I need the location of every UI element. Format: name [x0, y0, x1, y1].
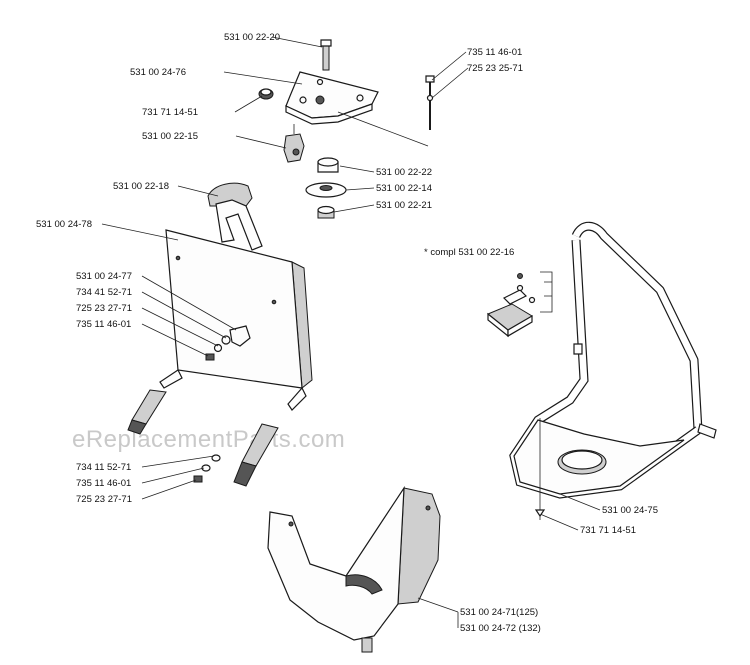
- screw-head: [193, 475, 203, 483]
- label-531-00-22-22: 531 00 22-22: [376, 167, 432, 178]
- nut-top: [260, 88, 272, 96]
- screw-head: [205, 353, 215, 361]
- strap-buckle-left: [131, 389, 167, 425]
- mount-stud-head: [320, 39, 332, 47]
- washer-small: [213, 343, 223, 353]
- mount-hole: [316, 78, 324, 86]
- washer-small: [221, 335, 231, 345]
- plate-bracket: [229, 325, 251, 347]
- label-735-11-46-01: 735 11 46-01: [467, 47, 522, 58]
- mount-hole: [299, 96, 307, 104]
- label-531-00-22-18: 531 00 22-18: [113, 181, 169, 192]
- washer-small: [211, 454, 221, 462]
- watermark: eReplacementParts.com: [72, 426, 345, 453]
- saddle-side-right: [397, 487, 441, 605]
- frame-tab: [573, 343, 583, 355]
- saddle-hole: [425, 505, 431, 511]
- bolt-head: [425, 75, 435, 83]
- back-plate: [165, 229, 303, 389]
- label-531-00-22-14: 531 00 22-14: [376, 183, 432, 194]
- label-725-23-27-71: 725 23 27-71: [76, 303, 132, 314]
- clamp-screw: [292, 148, 300, 156]
- label-725-23-25-71: 725 23 25-71: [467, 63, 523, 74]
- label-531-00-22-21: 531 00 22-21: [376, 200, 432, 211]
- kit-screw: [517, 273, 523, 279]
- label-531-00-24-77: 531 00 24-77: [76, 271, 132, 282]
- saddle-slot: [345, 574, 383, 595]
- washer: [426, 94, 434, 102]
- kit-clip: [502, 289, 528, 305]
- label-531-00-24-72-132: 531 00 24-72 (132): [460, 623, 541, 634]
- label-531-00-24-71-125: 531 00 24-71(125): [460, 607, 538, 618]
- part-labels: 531 00 22-20 531 00 24-76 731 71 14-51 5…: [36, 32, 658, 634]
- mount-center-hole: [315, 95, 325, 105]
- harness-plate-assembly: [127, 182, 313, 487]
- label-compl-531-00-22-16: * compl 531 00 22-16: [424, 247, 514, 258]
- mount-hole: [356, 94, 364, 102]
- label-725-23-27-71: 725 23 27-71: [76, 494, 132, 505]
- leader-lines: [101, 36, 601, 628]
- mount-bracket-assembly: [258, 39, 435, 219]
- saddle-stud: [361, 637, 373, 653]
- label-531-00-24-76: 531 00 24-76: [130, 67, 186, 78]
- shoulder-hook-arms: [215, 199, 263, 251]
- saddle-assembly: [267, 485, 441, 653]
- lock-nut-top: [317, 205, 335, 215]
- clamp-block: [283, 133, 305, 163]
- kit-bracket: [540, 271, 553, 313]
- strap-end-right: [233, 461, 257, 487]
- strap-end-left: [127, 419, 147, 435]
- label-531-00-22-15: 531 00 22-15: [142, 131, 198, 142]
- washer-small: [201, 464, 211, 472]
- frame-screw: [534, 509, 546, 518]
- label-734-41-52-71: 734 41 52-71: [76, 287, 132, 298]
- label-735-11-46-01: 735 11 46-01: [76, 319, 131, 330]
- label-734-11-52-71: 734 11 52-71: [76, 462, 131, 473]
- spacer-top: [317, 157, 339, 167]
- saddle-body: [267, 485, 405, 641]
- kit-block-front: [507, 314, 533, 338]
- label-531-00-24-78: 531 00 24-78: [36, 219, 92, 230]
- label-731-71-14-51: 731 71 14-51: [580, 525, 636, 536]
- label-531-00-22-20: 531 00 22-20: [224, 32, 280, 43]
- spacer-stack: [305, 157, 347, 219]
- kit-washer: [516, 284, 524, 292]
- support-frame: [509, 221, 717, 499]
- mount-plate-flange: [285, 103, 373, 125]
- saddle-hole: [288, 521, 294, 527]
- label-735-11-46-01: 735 11 46-01: [76, 478, 131, 489]
- mount-stud: [322, 43, 330, 71]
- plate-hole: [271, 299, 277, 305]
- label-731-71-14-51: 731 71 14-51: [142, 107, 198, 118]
- compl-kit: [487, 271, 553, 338]
- label-531-00-24-75: 531 00 24-75: [602, 505, 658, 516]
- lower-rail-right: [287, 386, 307, 411]
- frame-floor-hole-inner: [561, 450, 603, 470]
- plate-hole: [175, 255, 181, 261]
- kit-washer: [528, 296, 536, 304]
- lower-rail-left: [159, 369, 183, 389]
- rubber-washer-hole: [319, 185, 333, 191]
- frame-tab: [697, 423, 717, 439]
- frame-tube-fill: [572, 222, 702, 431]
